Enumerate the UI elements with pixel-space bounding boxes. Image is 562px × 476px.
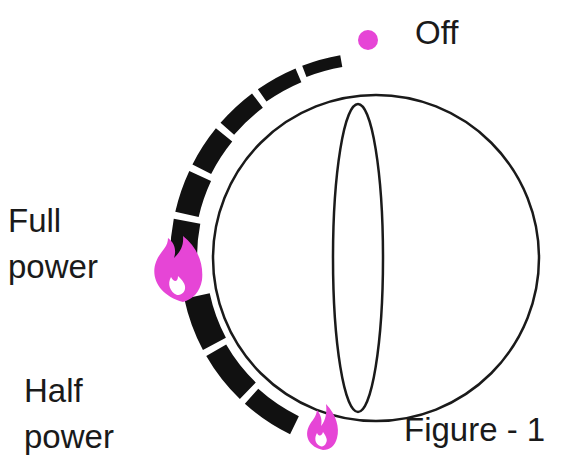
- scale-segment: [221, 93, 263, 134]
- full-power-flame: [154, 236, 202, 302]
- figure-caption: Figure - 1: [404, 407, 545, 453]
- full-power-label: Full power: [8, 198, 118, 289]
- scale-segment: [192, 128, 232, 174]
- scale-segment: [245, 389, 299, 434]
- flame-core: [315, 432, 326, 446]
- knob-dial: [213, 95, 539, 421]
- power-scale: [170, 55, 342, 434]
- knob-grip: [333, 104, 383, 412]
- half-power-label: Half power: [24, 368, 134, 459]
- off-dot: [358, 30, 378, 50]
- scale-segment: [175, 171, 211, 217]
- scale-segment: [258, 68, 302, 101]
- scale-segment: [184, 293, 226, 350]
- half-power-flame: [307, 404, 338, 450]
- off-label: Off: [415, 10, 458, 56]
- scale-segment: [206, 345, 256, 399]
- scale-segment: [302, 55, 342, 77]
- flame-core: [169, 276, 185, 295]
